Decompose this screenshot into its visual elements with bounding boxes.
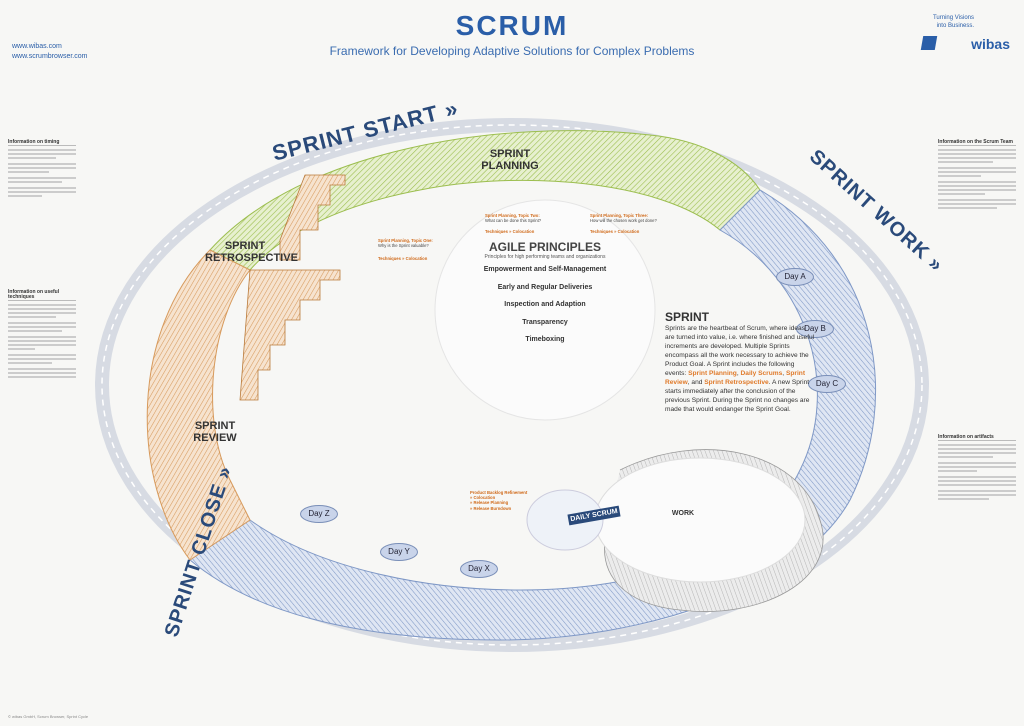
side-panel-techniques: Information on useful techniques (8, 290, 76, 382)
principles-title: AGILE PRINCIPLES (488, 240, 601, 254)
artifacts-heading: Information on artifacts (938, 435, 1016, 441)
planning-topic-one: Sprint Planning, Topic One: Why is the S… (378, 238, 458, 262)
day-bubble-a: Day A (776, 268, 814, 286)
principle-heading: Timeboxing (525, 336, 565, 344)
sprint-event-retro[interactable]: Sprint Retrospective (704, 379, 769, 386)
sprint-event-review[interactable]: Sprint Review (665, 370, 806, 386)
principle-text (455, 326, 635, 331)
timing-heading: Information on timing (8, 140, 76, 146)
topic-one-title: Sprint Planning, Topic One: (378, 238, 433, 243)
topic-one-techniques[interactable]: Techniques » Colocation (378, 256, 428, 262)
daily-scrum-panel (594, 457, 806, 583)
label-sprint-planning: SPRINT PLANNING (481, 148, 539, 172)
label-sprint-review: SPRINT REVIEW (193, 420, 237, 444)
sprint-text-2: A new Sprint starts immediately after th… (665, 379, 810, 413)
principles-circle (434, 199, 656, 421)
topic-one-question: Why is the Sprint valuable? (378, 243, 429, 249)
tagline-line2: into Business. (936, 23, 974, 29)
principle-text (455, 308, 635, 313)
work-band (189, 189, 876, 641)
day-bubble-y: Day Y (380, 543, 418, 561)
sprint-event-daily[interactable]: Daily Scrums (740, 370, 783, 377)
page-subtitle: Framework for Developing Adaptive Soluti… (329, 44, 695, 58)
topic-three-question: How will the chosen work get done? (590, 218, 657, 224)
topic-three-title: Sprint Planning, Topic Three: (590, 213, 649, 218)
side-panel-timing: Information on timing (8, 140, 76, 201)
day-bubble-z: Day Z (300, 505, 338, 523)
topic-three-techniques[interactable]: Techniques » Colocation (590, 229, 640, 235)
url-scrumbrowser[interactable]: www.scrumbrowser.com (12, 53, 88, 60)
planning-topic-two: Sprint Planning, Topic Two: What can be … (485, 213, 565, 235)
principle-text (455, 273, 635, 278)
day-bubble-b: Day B (796, 320, 834, 338)
sprint-event-planning[interactable]: Sprint Planning (688, 370, 737, 377)
tagline: Turning Visions into Business. (933, 14, 974, 30)
url-wibas[interactable]: www.wibas.com (12, 43, 62, 50)
tagline-line1: Turning Visions (932, 15, 974, 21)
page-title: SCRUM (455, 10, 569, 41)
refinement-item[interactable]: » Colocation (470, 495, 496, 501)
wibas-logo: wibas (971, 36, 1010, 52)
team-heading: Information on the Scrum Team (938, 140, 1016, 146)
side-panel-artifacts: Information on artifacts (938, 435, 1016, 504)
day-bubble-x: Day X (460, 560, 498, 578)
principle-heading: Early and Regular Deliveries (497, 283, 593, 291)
agile-principles: AGILE PRINCIPLES Principles for high per… (455, 240, 635, 343)
sprint-text-1: Sprints are the heartbeat of Scrum, wher… (665, 325, 815, 377)
refinement-title: Product Backlog Refinement (470, 490, 528, 495)
topic-two-question: What can be done this Sprint? (485, 218, 542, 224)
retro-stairs-upper (279, 174, 346, 261)
planning-topic-three: Sprint Planning, Topic Three: How will t… (590, 213, 670, 235)
principle-text (455, 291, 635, 296)
principle-heading: Transparency (522, 318, 568, 326)
footer: © wibas GmbH, Scrum Browser, Sprint Cycl… (8, 714, 89, 719)
techniques-heading: Information on useful techniques (8, 290, 76, 301)
sprint-description: SPRINT Sprints are the heartbeat of Scru… (665, 310, 815, 414)
refinement-item[interactable]: » Release Planning (470, 500, 509, 506)
label-work: WORK (671, 510, 695, 517)
refinement-item[interactable]: » Release Burndown (470, 505, 512, 511)
topic-two-title: Sprint Planning, Topic Two: (485, 213, 540, 218)
side-panel-team: Information on the Scrum Team (938, 140, 1016, 213)
refinement-box: Product Backlog Refinement » Colocation … (470, 490, 550, 511)
principles-subtitle: Principles for high performing teams and… (484, 254, 606, 260)
url-list: www.wibas.com www.scrumbrowser.com (12, 42, 87, 62)
principle-heading: Inspection and Adaption (504, 301, 586, 309)
sprint-text: Sprints are the heartbeat of Scrum, wher… (665, 325, 815, 413)
topic-two-techniques[interactable]: Techniques » Colocation (485, 229, 535, 235)
day-bubble-c: Day C (808, 375, 846, 393)
sprint-heading: SPRINT (665, 310, 710, 324)
close-band (146, 249, 251, 561)
retro-stairs (239, 269, 341, 401)
principle-heading: Empowerment and Self-Management (483, 266, 607, 273)
label-sprint-retrospective: SPRINT RETROSPECTIVE (205, 240, 298, 264)
